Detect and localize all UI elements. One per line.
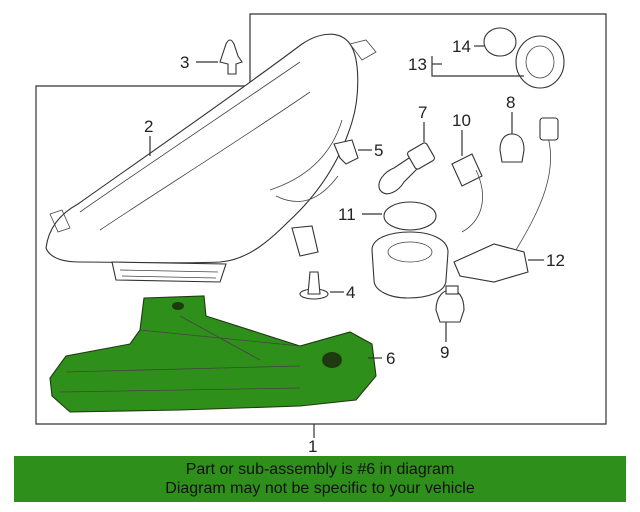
bulb-part-9 — [435, 285, 465, 323]
cap-part-13 — [515, 35, 565, 89]
bracket-part-5 — [333, 139, 359, 165]
highlighted-part-6[interactable] — [49, 295, 377, 413]
callout-14: 14 — [452, 37, 471, 56]
callout-10: 10 — [452, 111, 471, 130]
callout-4: 4 — [346, 283, 355, 302]
callout-3: 3 — [180, 53, 189, 72]
clip-part-3 — [219, 39, 243, 75]
screw-part-4 — [299, 271, 329, 300]
callout-7: 7 — [418, 103, 427, 122]
callout-11: 11 — [338, 205, 356, 224]
callout-13: 13 — [408, 55, 427, 74]
gasket-part-11 — [383, 201, 437, 231]
harness-part-12 — [453, 117, 559, 283]
callout-5: 5 — [374, 141, 383, 160]
ballast-unit — [371, 231, 449, 299]
bulb-part-7 — [378, 142, 435, 195]
assembly-frame-back — [249, 13, 607, 425]
callout-2: 2 — [144, 117, 153, 136]
seal-part-14 — [483, 27, 517, 57]
banner-line-2: Diagram may not be specific to your vehi… — [165, 480, 475, 497]
callout-1: 1 — [308, 437, 317, 456]
info-banner: Part or sub-assembly is #6 in diagram Di… — [14, 456, 626, 502]
callout-6: 6 — [386, 349, 395, 368]
assembly-frame-front — [35, 85, 520, 425]
socket-part-10 — [451, 153, 483, 233]
callout-8: 8 — [506, 93, 515, 112]
leader-lines — [149, 45, 544, 438]
banner-line-1: Part or sub-assembly is #6 in diagram — [185, 461, 455, 478]
parts-diagram: 1 2 3 4 5 6 7 8 9 10 11 12 13 14 — [35, 13, 607, 456]
callout-9: 9 — [440, 343, 449, 362]
headlamp-housing — [45, 33, 377, 283]
bulb-part-8 — [499, 133, 525, 163]
callout-12: 12 — [546, 251, 565, 270]
